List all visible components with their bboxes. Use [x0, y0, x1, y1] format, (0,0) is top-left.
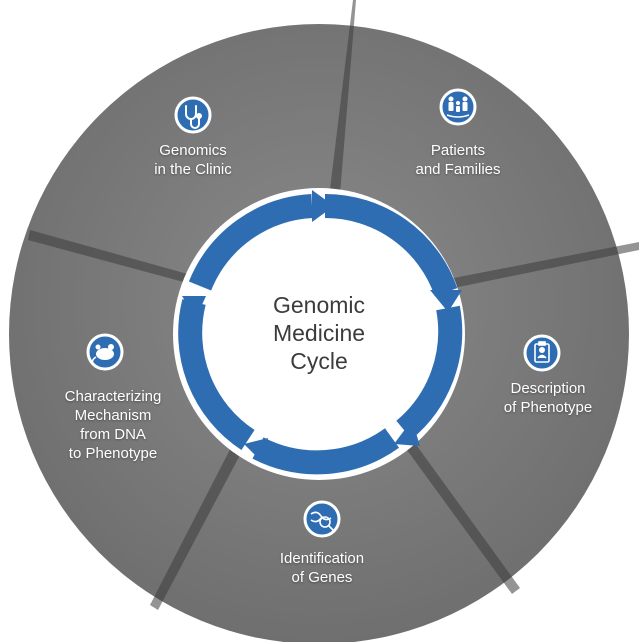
segment-label-line: Patients — [430, 142, 486, 159]
arrowhead-4 — [244, 438, 268, 462]
center-title-line2: Medicine — [272, 320, 366, 346]
segment-label-patients-and-families: Patients and Families — [415, 141, 500, 179]
segment-label-line: to Phenotype — [68, 445, 158, 462]
arrowhead-1 — [312, 190, 334, 222]
ring-arc-1 — [324, 193, 458, 297]
arrowhead-2 — [430, 290, 462, 312]
segment-label-line: Mechanism — [74, 407, 152, 424]
segment-label-identification-of-genes: Identification of Genes — [280, 549, 364, 587]
segment-label-line: Characterizing — [64, 388, 162, 405]
ring-arc-2 — [396, 305, 463, 440]
segment-label-line: Description — [510, 380, 586, 397]
family-icon — [446, 96, 470, 118]
segment-label-line: in the Clinic — [154, 161, 232, 178]
stethoscope-icon — [185, 105, 202, 129]
center-disc — [207, 222, 431, 446]
stethoscope-icon-bg — [174, 96, 212, 134]
ring-arc-5 — [188, 194, 313, 291]
ring-arrowheads — [182, 190, 462, 462]
arrowhead-3 — [394, 420, 420, 446]
segment-label-genomics-in-the-clinic: Genomics in the Clinic — [154, 141, 232, 179]
segment-label-line: and Families — [415, 161, 501, 178]
arrow-ring — [178, 193, 463, 475]
ring-arc-3 — [252, 428, 400, 475]
segment-label-line: of Phenotype — [503, 399, 593, 416]
clipboard-person-icon — [534, 341, 550, 363]
ring-arc-4 — [178, 299, 255, 451]
segment-label-line: from DNA — [80, 426, 146, 443]
segment-label-line: of Genes — [291, 569, 353, 586]
segment-label-line: Genomics — [159, 142, 227, 159]
segment-label-line: Identification — [279, 550, 365, 567]
segment-label-characterizing-mechanism: Characterizing Mechanism from DNA to Phe… — [65, 387, 162, 463]
center-title: Genomic Medicine Cycle — [273, 291, 365, 375]
center-title-line3: Cycle — [290, 348, 348, 374]
arrowhead-5 — [182, 296, 206, 318]
segment-label-description-of-phenotype: Description of Phenotype — [504, 379, 592, 417]
dna-magnifier-icon — [310, 511, 334, 531]
center-title-line1: Genomic — [272, 292, 366, 318]
mouse-icon — [91, 344, 114, 365]
